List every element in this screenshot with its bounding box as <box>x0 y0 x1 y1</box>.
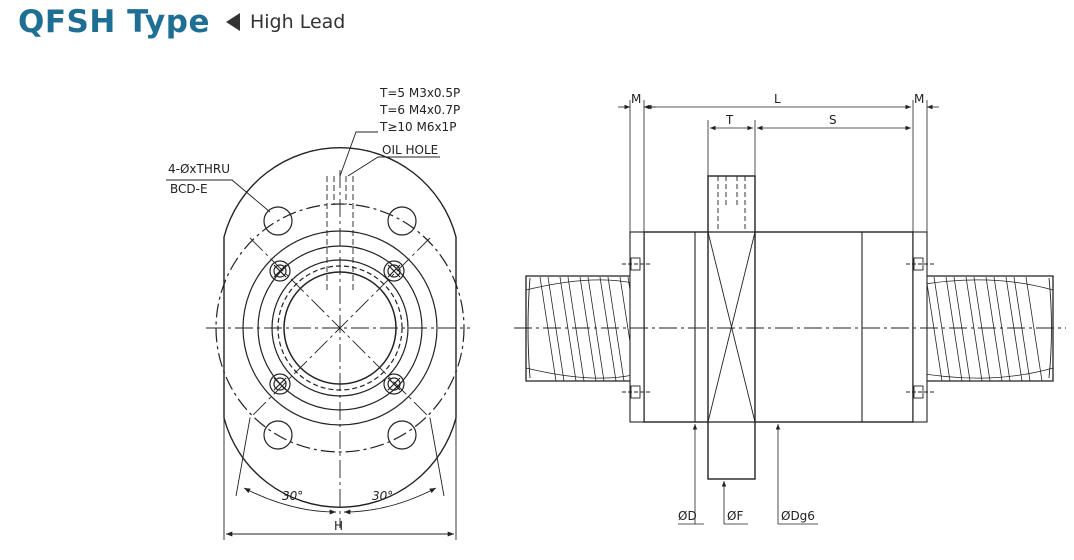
dim-t-label: T <box>725 113 734 127</box>
bcd-label: BCD-E <box>170 182 208 196</box>
dim-s-label: S <box>829 113 837 127</box>
seal-screw <box>622 257 934 399</box>
dim-m-right-label: M <box>914 92 924 106</box>
angle-arc-right <box>343 487 437 515</box>
holes-label: 4-ØxTHRU <box>168 162 230 176</box>
thru-hole <box>263 420 293 450</box>
holes-leader <box>166 179 271 213</box>
seal-left <box>629 231 645 423</box>
screw-head <box>383 260 405 282</box>
center-lines <box>206 170 470 528</box>
screw-head <box>383 373 405 395</box>
dim-l-label: L <box>774 92 781 106</box>
screw-shaft-right <box>912 275 1054 382</box>
thread-spec-1: T=5 M3x0.5P <box>379 86 460 100</box>
side-view <box>514 100 1066 525</box>
thread-leader <box>339 131 378 177</box>
angle-left-label: 30° <box>282 489 303 503</box>
thread-spec-3: T≥10 M6x1P <box>379 120 456 134</box>
triangle-left-icon <box>225 13 240 31</box>
screw-shaft-left <box>525 275 645 382</box>
thread-spec-2: T=6 M4x0.7P <box>379 103 460 117</box>
screw-head <box>269 260 291 282</box>
page-subtitle: High Lead <box>249 11 346 33</box>
oil-hole-passage <box>326 176 354 290</box>
page-title: QFSH Type <box>18 4 210 40</box>
width-h-label: H <box>334 519 343 533</box>
screw-head <box>269 373 291 395</box>
header: QFSH Type High Lead <box>18 4 345 40</box>
thru-hole <box>387 420 417 450</box>
nut-body <box>643 231 914 423</box>
oil-hole-label: OIL HOLE <box>382 143 438 157</box>
angle-right-label: 30° <box>372 489 393 503</box>
dim-f-label: ØF <box>727 509 743 523</box>
angle-arc-left <box>243 487 337 515</box>
dim-m-left-label: M <box>631 92 641 106</box>
thru-hole <box>387 206 417 236</box>
dim-d-label: ØD <box>678 509 697 523</box>
front-view <box>166 131 470 540</box>
seal-right <box>912 231 928 423</box>
dim-dg6-label: ØDg6 <box>781 509 815 523</box>
thru-hole <box>263 206 293 236</box>
oil-hole-leader <box>347 156 440 177</box>
